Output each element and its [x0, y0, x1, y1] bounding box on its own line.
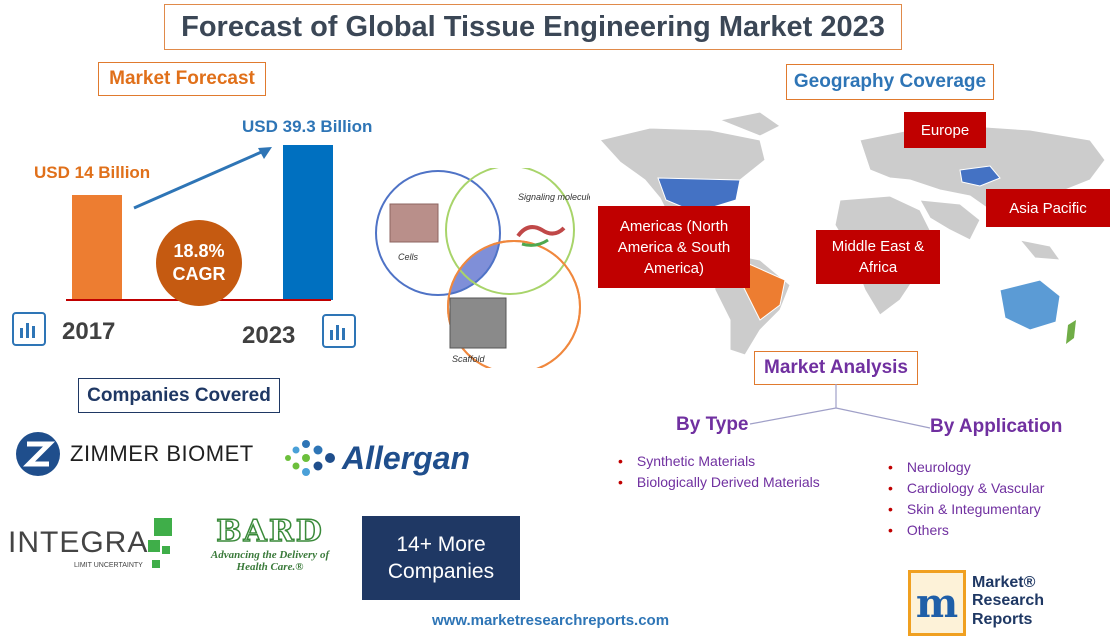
analysis-connector-lines: [749, 384, 931, 429]
market-forecast-label: Market Forecast: [98, 62, 266, 96]
mrr-logo-icon: m: [908, 570, 966, 636]
market-analysis-label: Market Analysis: [754, 351, 918, 385]
bard-name: BARD: [215, 513, 324, 550]
venn-signaling-label: Signaling molecules: [518, 192, 590, 202]
value-2023-label: USD 39.3 Billion: [242, 117, 373, 136]
integra-logo: INTEGRA LIMIT UNCERTAINTY: [8, 526, 148, 569]
bar-chart-icon: [12, 312, 46, 346]
year-end: 2023: [242, 322, 296, 349]
list-item: •Cardiology & Vascular: [888, 480, 1045, 496]
tissue-venn-diagram: Cells Signaling molecules Scaffold: [375, 168, 590, 368]
region-europe: Europe: [904, 112, 986, 148]
venn-cells-label: Cells: [398, 252, 419, 262]
cagr-value: 18.8%: [173, 240, 225, 261]
growth-arrow-icon: [133, 147, 272, 210]
geography-coverage-label: Geography Coverage: [786, 64, 994, 100]
new-zealand-region: [1066, 320, 1076, 344]
bar-2017: [72, 195, 122, 300]
venn-scaffold-label: Scaffold: [452, 354, 486, 364]
bar-chart-icon: [322, 314, 356, 348]
more-companies-box: 14+ More Companies: [362, 516, 520, 600]
application-list: •Neurology •Cardiology & Vascular •Skin …: [888, 457, 1044, 541]
zimmer-z-icon: [16, 432, 60, 476]
region-asia-pacific: Asia Pacific: [986, 189, 1110, 227]
list-item: •Others: [888, 522, 949, 538]
bard-tagline-1: Advancing the Delivery of: [210, 549, 330, 561]
companies-covered-label: Companies Covered: [78, 378, 280, 413]
integra-tagline: LIMIT UNCERTAINTY: [74, 562, 143, 569]
integra-name: INTEGRA: [8, 526, 149, 559]
by-type-heading: By Type: [676, 414, 749, 435]
mongolia-region: [959, 165, 1001, 187]
bard-logo: BARD Advancing the Delivery of Health Ca…: [190, 513, 350, 573]
type-list: •Synthetic Materials •Biologically Deriv…: [618, 451, 820, 493]
website-url[interactable]: www.marketresearchreports.com: [432, 612, 670, 629]
allergan-dots-icon: [285, 440, 335, 476]
cagr-label: CAGR: [172, 264, 226, 284]
by-application-heading: By Application: [930, 416, 1063, 437]
list-item: •Skin & Integumentary: [888, 501, 1041, 517]
bard-tagline-2: Health Care.®: [236, 561, 304, 573]
region-middle-east-africa: Middle East & Africa: [816, 230, 940, 284]
zimmer-biomet-name: ZIMMER BIOMET: [70, 441, 254, 466]
integra-squares-icon: [148, 518, 172, 568]
year-start: 2017: [62, 318, 116, 345]
australia-region: [999, 279, 1061, 331]
world-map: [599, 111, 1106, 356]
list-item: •Synthetic Materials: [618, 453, 756, 469]
value-2017-label: USD 14 Billion: [34, 163, 151, 182]
allergan-name: Allergan: [342, 439, 471, 476]
list-item: •Biologically Derived Materials: [618, 474, 820, 490]
list-item: •Neurology: [888, 459, 971, 475]
zimmer-biomet-logo: ZIMMER BIOMET: [14, 430, 254, 478]
cagr-circle: 18.8% CAGR: [156, 220, 242, 306]
allergan-logo: Allergan: [282, 438, 470, 478]
page-title: Forecast of Global Tissue Engineering Ma…: [164, 4, 902, 50]
region-americas: Americas (North America & South America): [598, 206, 750, 288]
more-companies-line2: Companies: [387, 560, 495, 583]
bar-2023: [283, 145, 333, 300]
more-companies-line1: 14+ More: [396, 532, 486, 556]
mrr-brand-name: Market® Research Reports: [972, 574, 1045, 628]
